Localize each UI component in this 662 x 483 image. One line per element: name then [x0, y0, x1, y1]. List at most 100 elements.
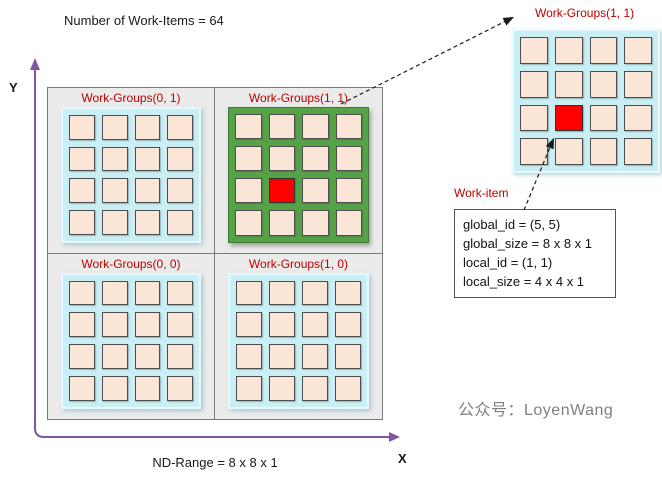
- work-item-cell: [134, 146, 161, 172]
- work-group-grid: [61, 107, 201, 243]
- work-item-cell: [302, 344, 328, 370]
- work-item-cell: [235, 114, 262, 140]
- work-item-cell: [269, 376, 295, 401]
- work-item-cell: [624, 37, 652, 64]
- global-size-value: global_size = 8 x 8 x 1: [463, 236, 592, 251]
- work-item-cell: [236, 312, 262, 338]
- work-item-cell: [589, 37, 618, 64]
- work-item-cell: [134, 209, 161, 235]
- work-item-cell: [69, 344, 95, 370]
- work-group-label: Work-Groups(1, 0): [248, 256, 349, 271]
- work-item-cell: [167, 115, 193, 140]
- work-item-cell: [236, 280, 262, 306]
- work-item-cell: [302, 178, 329, 204]
- work-item-cell: [269, 344, 295, 370]
- work-item-cell: [302, 312, 328, 338]
- work-item-cell: [302, 146, 329, 172]
- work-item-cell: [167, 209, 193, 235]
- work-item-cell: [167, 178, 193, 203]
- work-group-grid: [228, 272, 369, 409]
- work-group-grid-highlighted: [228, 107, 369, 243]
- work-item-cell: [520, 104, 548, 132]
- work-item-cell: [101, 376, 128, 401]
- work-item-cell: [589, 138, 618, 165]
- work-item-cell: [335, 114, 362, 140]
- work-item-cell: [167, 280, 193, 306]
- work-item-cell: [69, 178, 95, 203]
- work-item-cell: [69, 376, 95, 401]
- work-item-cell: [335, 376, 361, 401]
- work-item-cell: [167, 344, 193, 370]
- work-item-cell: [302, 376, 328, 401]
- work-item-cell: [69, 115, 95, 140]
- work-item-cell: [235, 210, 262, 236]
- diagram-title: Number of Work-Items = 64: [64, 13, 224, 28]
- work-group-label: Work-Groups(0, 1): [81, 91, 181, 105]
- work-item-cell: [302, 280, 328, 306]
- work-item-cell: [302, 210, 329, 236]
- work-item-cell: [134, 178, 161, 203]
- highlighted-work-item-cell: [268, 178, 295, 204]
- work-item-cell: [520, 70, 548, 98]
- work-item-cell: [134, 312, 161, 338]
- work-item-cell: [554, 70, 583, 98]
- work-item-cell: [134, 344, 161, 370]
- work-group-0-1: Work-Groups(0, 1): [48, 88, 215, 254]
- work-item-cell: [268, 146, 295, 172]
- work-item-cell: [335, 344, 361, 370]
- work-item-cell: [335, 146, 362, 172]
- work-item-cell: [134, 376, 161, 401]
- highlighted-work-item-cell: [554, 104, 583, 132]
- work-group-grid: [61, 272, 201, 409]
- work-item-cell: [624, 138, 652, 165]
- work-group-1-1: Work-Groups(1, 1): [215, 88, 382, 254]
- work-item-cell: [335, 210, 362, 236]
- work-item-cell: [134, 115, 161, 140]
- work-group-0-0: Work-Groups(0, 0): [48, 253, 215, 419]
- work-item-info-box: global_id = (5, 5) global_size = 8 x 8 x…: [454, 209, 616, 298]
- global-id-value: global_id = (5, 5): [463, 217, 561, 232]
- work-item-cell: [101, 312, 128, 338]
- work-item-cell: [69, 146, 95, 172]
- work-item-cell: [167, 146, 193, 172]
- work-item-cell: [167, 376, 193, 401]
- x-axis-label: X: [398, 451, 407, 466]
- work-item-cell: [520, 138, 548, 165]
- work-item-cell: [269, 280, 295, 306]
- local-id-value: local_id = (1, 1): [463, 255, 553, 270]
- work-item-cell: [335, 178, 362, 204]
- nd-range-box: Work-Groups(0, 1) Work-Groups(1, 1) Work…: [47, 87, 383, 420]
- work-item-cell: [624, 104, 652, 132]
- work-item-cell: [554, 37, 583, 64]
- work-item-cell: [167, 312, 193, 338]
- x-axis-arrowhead: [389, 432, 400, 442]
- nd-range-label: ND-Range = 8 x 8 x 1: [152, 455, 278, 470]
- work-item-cell: [101, 280, 128, 306]
- work-item-cell: [335, 312, 361, 338]
- work-item-cell: [268, 210, 295, 236]
- work-item-cell: [554, 138, 583, 165]
- work-item-label: Work-item: [454, 186, 509, 200]
- work-item-cell: [335, 280, 361, 306]
- work-item-cell: [589, 104, 618, 132]
- work-item-cell: [235, 146, 262, 172]
- work-item-cell: [269, 312, 295, 338]
- work-item-cell: [101, 344, 128, 370]
- work-item-cell: [69, 280, 95, 306]
- work-item-cell: [69, 209, 95, 235]
- work-item-cell: [236, 344, 262, 370]
- work-group-label: Work-Groups(0, 0): [81, 256, 181, 271]
- work-item-cell: [101, 209, 128, 235]
- work-item-cell: [101, 146, 128, 172]
- work-group-1-0: Work-Groups(1, 0): [215, 254, 382, 420]
- work-item-cell: [302, 114, 329, 140]
- zoom-view-grid: [512, 29, 660, 173]
- y-axis-arrowhead: [30, 58, 40, 70]
- work-group-label: Work-Groups(1, 1): [248, 91, 349, 105]
- work-item-cell: [101, 178, 128, 203]
- work-item-cell: [235, 178, 262, 204]
- work-item-cell: [134, 280, 161, 306]
- zoom-view-label: Work-Groups(1, 1): [535, 6, 635, 20]
- work-item-cell: [236, 376, 262, 401]
